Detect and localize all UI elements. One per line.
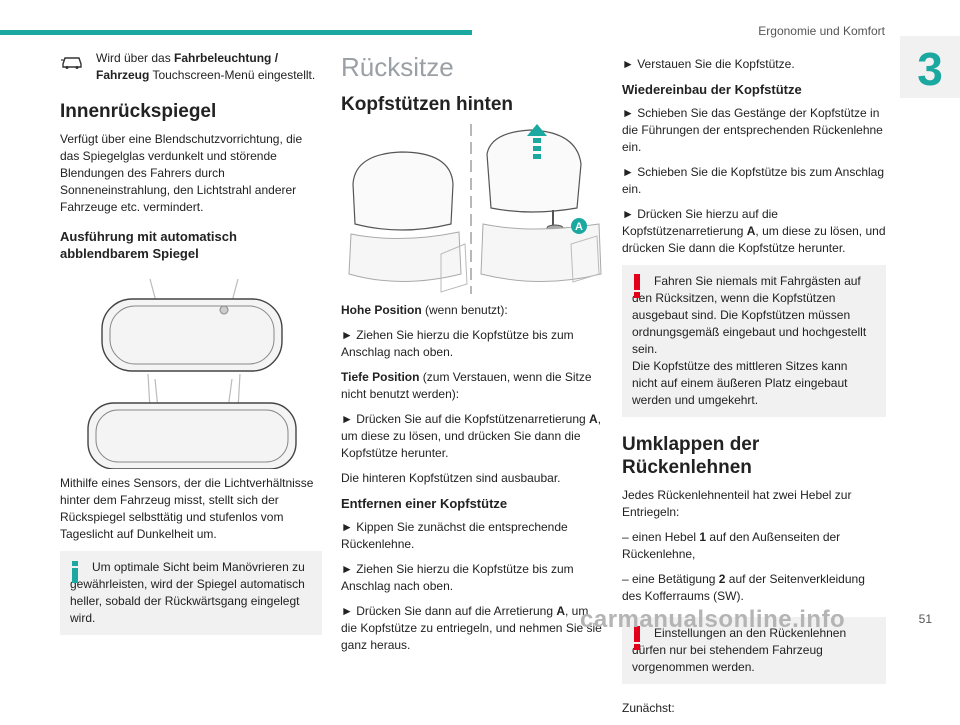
label-a: A bbox=[575, 221, 583, 233]
remove-step-2: ► Ziehen Sie hierzu die Kopfstütze bis z… bbox=[341, 562, 574, 593]
tiefe-position-note: (zum Verstauen, wenn die Sitze nicht ben… bbox=[341, 370, 592, 401]
remove-step-3-b: A bbox=[556, 604, 566, 618]
fold-item-1-c: auf den Außenseiten der Rückenlehne, bbox=[622, 530, 841, 561]
info-text: Um optimale Sicht beim Manövrieren zu ge… bbox=[70, 560, 305, 625]
remove-step-3-a: ► Drücken Sie dann auf die Arretierung bbox=[341, 604, 557, 618]
reinstall-step-1: ► Schieben Sie das Gestänge der Kopfstüt… bbox=[622, 106, 883, 154]
heading-kopfstuetzen-hinten: Kopfstützen hinten bbox=[341, 94, 514, 115]
subheading-wiedereinbau: Wiedereinbau der Kopfstütze bbox=[622, 82, 802, 97]
intro-text: Verfügt über eine Blendschutzvorrichtung… bbox=[60, 132, 303, 214]
remove-step-3: ► Drücken Sie dann auf die Arretierung A… bbox=[341, 603, 603, 654]
fold-item-1: – einen Hebel 1 auf den Außenseiten der … bbox=[622, 529, 886, 563]
reinstall-step-2: ► Schieben Sie die Kopfstütze bis zum An… bbox=[622, 165, 885, 196]
tiefe-position-label: Tiefe Position bbox=[341, 370, 420, 384]
chapter-number: 3 bbox=[917, 43, 943, 95]
removable-note: Die hinteren Kopfstützen sind ausbaubar. bbox=[341, 471, 561, 485]
section-ruecksitze: Rücksitze bbox=[341, 52, 454, 82]
reinstall-step-3-c: , um diese zu lösen, und drücken Sie dan… bbox=[622, 224, 886, 255]
reinstall-step-3: ► Drücken Sie hierzu auf die Kopfstützen… bbox=[622, 206, 886, 257]
hohe-position-line: Hohe Position (wenn benutzt): bbox=[341, 302, 603, 319]
fold-item-2-b: 2 bbox=[718, 572, 726, 586]
warning-note-1: Fahren Sie niemals mit Fahrgästen auf de… bbox=[622, 265, 886, 417]
fold-item-2-a: – eine Betätigung bbox=[622, 572, 719, 586]
fold-item-1-b: 1 bbox=[699, 530, 707, 544]
tiefe-step-c: , um diese zu lösen, und drücken Sie dan… bbox=[341, 412, 602, 460]
lighting-note: Wird über das Fahrbeleuchtung / Fahrzeug… bbox=[60, 50, 322, 84]
heading-umklappen: Umklappen der Rückenlehnen bbox=[622, 434, 760, 478]
car-light-icon bbox=[60, 50, 86, 84]
hohe-position-note: (wenn benutzt): bbox=[421, 303, 508, 317]
column-2: Rücksitze Kopfstützen hinten A bbox=[341, 50, 603, 662]
note-suffix: Touchscreen-Menü eingestellt. bbox=[149, 68, 316, 82]
section-title: Ergonomie und Komfort bbox=[758, 24, 885, 38]
tiefe-position-line: Tiefe Position (zum Verstauen, wenn die … bbox=[341, 369, 603, 403]
warning-text-1: Fahren Sie niemals mit Fahrgästen auf de… bbox=[632, 274, 867, 356]
sensor-paragraph: Mithilfe eines Sensors, der die Lichtver… bbox=[60, 476, 314, 541]
closing-text: Zunächst: bbox=[622, 701, 675, 715]
warning-icon bbox=[634, 274, 640, 298]
subheading-auto-dimming: Ausführung mit automatisch abblendbarem … bbox=[60, 229, 237, 261]
hohe-step: ► Ziehen Sie hierzu die Kopfstütze bis z… bbox=[341, 328, 574, 359]
note-menu-name: Fahrbeleuchtung / Fahrzeug bbox=[96, 51, 279, 82]
heading-innenrueckspiegel: Innenrückspiegel bbox=[60, 101, 217, 122]
watermark: carmanualsonline.info bbox=[580, 606, 846, 633]
warning-text-1b: Die Kopfstütze des mittleren Sitzes kann… bbox=[632, 359, 848, 407]
info-note: Um optimale Sicht beim Manövrieren zu ge… bbox=[60, 551, 322, 635]
subheading-entfernen: Entfernen einer Kopfstütze bbox=[341, 496, 508, 511]
info-icon bbox=[72, 561, 78, 583]
fold-intro: Jedes Rückenlehnenteil hat zwei Hebel zu… bbox=[622, 488, 852, 519]
tiefe-step-b: A bbox=[589, 412, 598, 426]
reinstall-step-3-a: ► Drücken Sie hierzu auf die Kopfstützen… bbox=[622, 207, 778, 238]
headrest-illustration: A bbox=[341, 124, 603, 294]
mirror-illustration bbox=[60, 269, 322, 470]
column-1: Wird über das Fahrbeleuchtung / Fahrzeug… bbox=[60, 50, 322, 635]
note-prefix: Wird über das bbox=[96, 51, 175, 65]
up-arrow-icon bbox=[527, 124, 547, 159]
store-step: ► Verstauen Sie die Kopfstütze. bbox=[622, 57, 795, 71]
fold-item-2: – eine Betätigung 2 auf der Seitenverkle… bbox=[622, 571, 886, 605]
page-number: 51 bbox=[918, 612, 932, 626]
tiefe-step-a: ► Drücken Sie auf die Kopfstützenarretie… bbox=[341, 412, 590, 426]
fold-item-2-c: auf der Seitenverkleidung des Kofferraum… bbox=[622, 572, 865, 603]
chapter-tab: 3 bbox=[900, 36, 960, 98]
remove-step-1: ► Kippen Sie zunächst die entsprechende … bbox=[341, 520, 568, 551]
tiefe-step: ► Drücken Sie auf die Kopfstützenarretie… bbox=[341, 411, 603, 462]
reinstall-step-3-b: A bbox=[746, 224, 756, 238]
header-accent-bar bbox=[0, 30, 472, 35]
hohe-position-label: Hohe Position bbox=[341, 303, 422, 317]
fold-item-1-a: – einen Hebel bbox=[622, 530, 700, 544]
